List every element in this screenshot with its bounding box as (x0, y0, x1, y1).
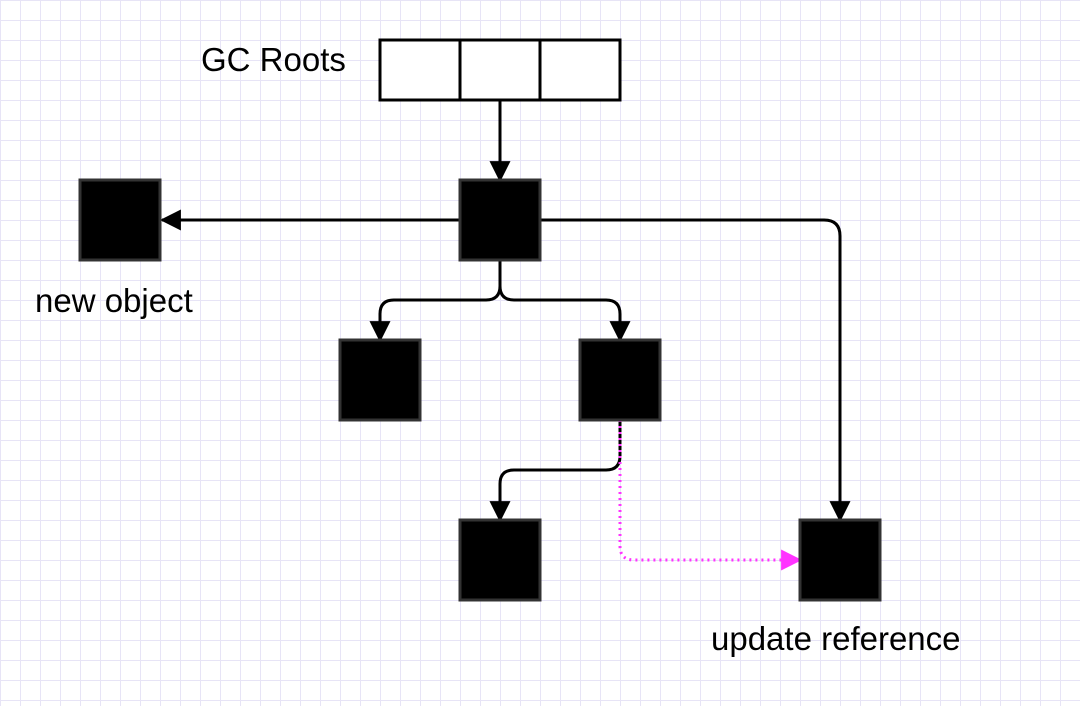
right-child-object-box (578, 338, 662, 422)
gc-roots-label: GC Roots (201, 41, 346, 78)
root-slot-3 (538, 38, 622, 102)
new-object-box (78, 178, 162, 262)
new-object-label: new object (35, 282, 193, 319)
root-object-box (458, 178, 542, 262)
reference-lines (159, 100, 851, 571)
heap-objects (78, 178, 882, 602)
updated-reference-dotted-arrow (618, 420, 803, 571)
root-slot-1 (378, 38, 462, 102)
root-slot-2 (458, 38, 542, 102)
root-object-to-updated-object-arrow (540, 218, 851, 523)
gc-roots-array (378, 38, 622, 102)
right-child-to-bottom-object-arrow (489, 420, 622, 523)
root-object-to-left-child-arrow (369, 261, 502, 343)
bottom-left-object-box (458, 518, 542, 602)
updated-reference-object-box (798, 518, 882, 602)
left-child-object-box (338, 338, 422, 422)
update-reference-label: update reference (711, 620, 961, 657)
root-object-to-right-child-arrow (498, 261, 631, 343)
